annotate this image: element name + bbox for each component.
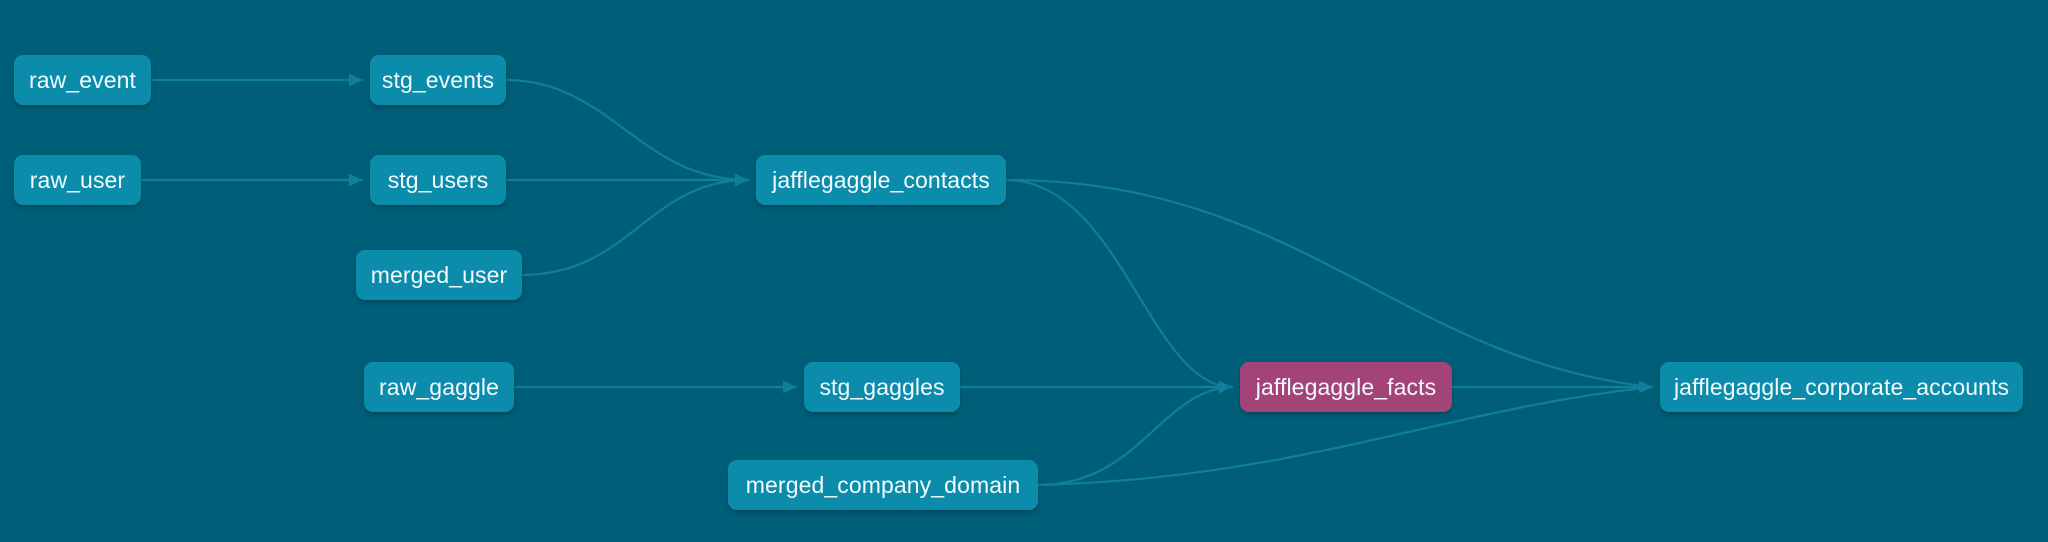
edge-jafflegaggle_contacts-to-jafflegaggle_facts: [1004, 178, 1234, 389]
node-raw_event[interactable]: raw_event: [14, 55, 151, 105]
node-jafflegaggle_contacts[interactable]: jafflegaggle_contacts: [756, 155, 1006, 205]
edge-merged_company_domain-to-jafflegaggle_facts: [1036, 385, 1234, 487]
edge-jafflegaggle_contacts-to-jafflegaggle_corporate_accounts: [1004, 178, 1654, 389]
arrowhead-jafflegaggle_facts-to-jafflegaggle_corporate_accounts: [1639, 380, 1652, 394]
node-label: stg_gaggles: [819, 373, 945, 400]
node-jafflegaggle_corporate_accounts[interactable]: jafflegaggle_corporate_accounts: [1660, 362, 2023, 412]
arrowhead-raw_gaggle-to-stg_gaggles: [783, 380, 796, 394]
node-merged_company_domain[interactable]: merged_company_domain: [728, 460, 1038, 510]
node-stg_gaggles[interactable]: stg_gaggles: [804, 362, 960, 412]
node-raw_gaggle[interactable]: raw_gaggle: [364, 362, 514, 412]
node-label: merged_user: [370, 261, 508, 288]
arrowhead-raw_event-to-stg_events: [349, 73, 362, 87]
arrowhead-stg_users-to-jafflegaggle_contacts: [735, 173, 748, 187]
node-label: raw_gaggle: [379, 373, 499, 400]
node-label: raw_user: [29, 166, 126, 193]
node-label: jafflegaggle_corporate_accounts: [1673, 373, 2010, 400]
node-label: jafflegaggle_contacts: [772, 166, 990, 193]
node-stg_events[interactable]: stg_events: [370, 55, 506, 105]
node-label: stg_users: [387, 166, 489, 193]
node-raw_user[interactable]: raw_user: [14, 155, 141, 205]
node-jafflegaggle_facts[interactable]: jafflegaggle_facts: [1240, 362, 1452, 412]
arrowhead-stg_gaggles-to-jafflegaggle_facts: [1219, 380, 1232, 394]
arrowhead-raw_user-to-stg_users: [349, 173, 362, 187]
node-stg_users[interactable]: stg_users: [370, 155, 506, 205]
edge-stg_events-to-jafflegaggle_contacts: [504, 78, 750, 182]
node-label: jafflegaggle_facts: [1255, 373, 1437, 400]
node-merged_user[interactable]: merged_user: [356, 250, 522, 300]
node-label: stg_events: [381, 66, 495, 93]
edge-merged_user-to-jafflegaggle_contacts: [520, 178, 750, 277]
node-label: raw_event: [28, 66, 137, 93]
node-label: merged_company_domain: [745, 471, 1021, 498]
